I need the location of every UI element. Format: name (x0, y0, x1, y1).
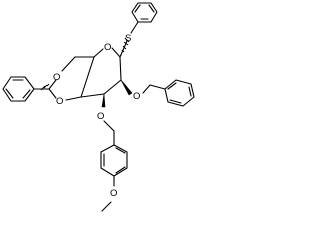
pmb-ether-group (100, 120, 128, 212)
wedge-c2-o2 (120, 79, 133, 96)
bond-o4-c4 (65, 96, 82, 101)
ring-oxygen-label: O (104, 42, 111, 53)
wedge-c3-o3 (101, 93, 106, 108)
benzyl-ether-group (142, 79, 195, 107)
phenyl-ring-benzyl (164, 79, 195, 107)
bond-c5-o5 (93, 48, 104, 58)
bond-c4-c5 (80, 56, 95, 98)
chemical-structure-diagram: O O O S O O O (2, 2, 195, 212)
benzyl-ether-oxygen-label: O (133, 91, 140, 102)
pmb-ether-oxygen-label: O (97, 111, 104, 122)
thiophenyl-group (119, 2, 158, 58)
acetal-oxygen-lower-label: O (56, 96, 63, 107)
bond-c3-c4 (80, 93, 105, 98)
acetal-oxygen-upper-label: O (53, 72, 60, 83)
bond-c1-s (119, 40, 128, 58)
bond-acetal-c-o4 (48, 88, 57, 99)
phenyl-ring-pmb (100, 144, 128, 177)
benzylidene-phenyl (2, 76, 50, 102)
bond-s-ipso (130, 21, 139, 34)
bond-o6-acetal-c (48, 79, 57, 90)
bond-c6-o6 (61, 56, 76, 72)
bond-c2-c3 (103, 79, 122, 95)
bond-o2-ch2 (142, 84, 151, 94)
phenyl-ring-acetal (2, 76, 35, 102)
bond-o5-c1 (111, 47, 121, 58)
pyranose-ring (80, 47, 122, 98)
bond-o3-ch2 (103, 120, 115, 132)
sulfur-label: S (125, 33, 131, 44)
bond-ch2-ipso (149, 84, 166, 90)
atom-labels: O O O S O O O (53, 33, 140, 199)
benzylidene-acetal-ring (48, 56, 95, 101)
bond-c1-c2 (119, 56, 122, 81)
methoxy-oxygen-label: O (110, 188, 117, 199)
bond-o-methyl (101, 201, 112, 212)
phenyl-ring-s (131, 2, 158, 23)
